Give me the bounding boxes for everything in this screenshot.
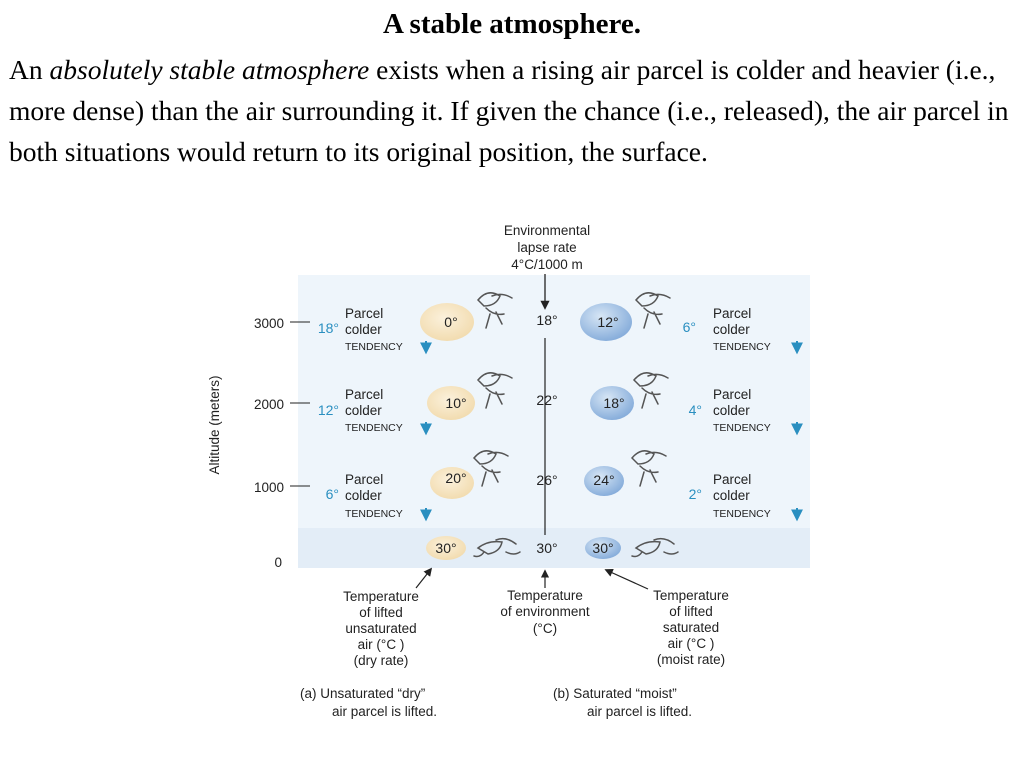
climber-icon — [630, 450, 667, 487]
altitude-2000: 2000 — [254, 397, 284, 412]
moist-temp-3000: 12° — [597, 314, 618, 330]
dry-temp-1000: 20° — [445, 470, 466, 486]
moist-temp-2000: 18° — [603, 395, 624, 411]
moist-parcel-3000 — [580, 303, 632, 341]
left-parcel-label-3000: Parcel — [345, 306, 383, 321]
paragraph-rest: exists when a rising air parcel is colde… — [9, 54, 1009, 167]
moist-caption-line-4: air (°C ) — [668, 636, 715, 651]
dry-temp-0: 30° — [435, 540, 456, 556]
climber-icon — [476, 292, 513, 329]
moist-caption-line-5: (moist rate) — [657, 652, 725, 667]
dry-parcel-2000 — [427, 386, 475, 420]
right-diff-2000: 4° — [689, 402, 702, 418]
right-diff-3000: 6° — [683, 319, 696, 335]
left-diff-1000: 6° — [326, 486, 339, 502]
moist-parcel-0 — [585, 537, 621, 559]
moist-caption-line-2: of lifted — [669, 604, 713, 619]
right-diff-1000: 2° — [689, 486, 702, 502]
dry-caption-line-5: (dry rate) — [354, 653, 409, 668]
climber-icon — [631, 537, 679, 558]
moist-parcel-1000 — [584, 466, 624, 496]
part-a-line-2: air parcel is lifted. — [332, 704, 437, 719]
env-caption-line-3: (°C) — [533, 621, 557, 636]
right-colder-label-3000: colder — [713, 322, 750, 337]
env-caption-line-2: of environment — [500, 604, 590, 619]
dry-caption-arrow — [415, 567, 433, 589]
left-diff-3000: 18° — [318, 320, 339, 336]
climber-icon — [473, 537, 521, 558]
paragraph-prefix: An — [9, 54, 50, 85]
left-parcel-label-2000: Parcel — [345, 387, 383, 402]
climber-icon — [634, 292, 671, 329]
dry-caption-line-3: unsaturated — [345, 621, 416, 636]
lapse-rate-line-1: Environmental — [504, 223, 590, 238]
dry-caption-line-4: air (°C ) — [358, 637, 405, 652]
altitude-1000: 1000 — [254, 480, 284, 495]
env-temp-0: 30° — [536, 540, 557, 556]
climber-icon — [472, 450, 509, 487]
left-diff-2000: 12° — [318, 402, 339, 418]
ground-band — [298, 528, 810, 568]
part-a-line-1: (a) Unsaturated “dry” — [300, 686, 425, 701]
part-b-line-2: air parcel is lifted. — [587, 704, 692, 719]
moist-caption-arrow — [604, 568, 649, 590]
env-temp-2000: 22° — [536, 392, 557, 408]
env-caption-line-1: Temperature — [507, 588, 583, 603]
left-tendency-label-1000: TENDENCY — [345, 508, 403, 520]
dry-caption-line-1: Temperature — [343, 589, 419, 604]
lapse-rate-line-3: 4°C/1000 m — [511, 257, 582, 272]
left-colder-label-3000: colder — [345, 322, 382, 337]
paragraph-emphasis: absolutely stable atmosphere — [49, 54, 370, 85]
moist-parcel-2000 — [590, 386, 634, 420]
left-parcel-label-1000: Parcel — [345, 472, 383, 487]
dry-parcel-3000 — [420, 303, 474, 341]
y-axis-label: Altitude (meters) — [207, 375, 222, 474]
env-temp-3000: 18° — [536, 312, 557, 328]
left-colder-label-1000: colder — [345, 488, 382, 503]
body-paragraph: An absolutely stable atmosphere exists w… — [9, 49, 1019, 172]
climber-icon — [476, 372, 513, 409]
left-colder-label-2000: colder — [345, 403, 382, 418]
right-colder-label-2000: colder — [713, 403, 750, 418]
right-parcel-label-3000: Parcel — [713, 306, 751, 321]
moist-caption-line-3: saturated — [663, 620, 719, 635]
moist-caption-line-1: Temperature — [653, 588, 729, 603]
climber-icon — [632, 372, 669, 409]
right-parcel-label-1000: Parcel — [713, 472, 751, 487]
slide-title: A stable atmosphere. — [382, 8, 642, 40]
right-tendency-label-2000: TENDENCY — [713, 422, 771, 434]
dry-caption-line-2: of lifted — [359, 605, 403, 620]
altitude-3000: 3000 — [254, 316, 284, 331]
altitude-0: 0 — [274, 555, 282, 570]
dry-parcel-0 — [426, 536, 466, 560]
right-tendency-label-1000: TENDENCY — [713, 508, 771, 520]
left-tendency-label-3000: TENDENCY — [345, 341, 403, 353]
part-b-line-1: (b) Saturated “moist” — [553, 686, 677, 701]
moist-temp-1000: 24° — [593, 472, 614, 488]
dry-parcel-1000 — [430, 467, 474, 499]
right-tendency-label-3000: TENDENCY — [713, 341, 771, 353]
dry-temp-2000: 10° — [445, 395, 466, 411]
moist-temp-0: 30° — [592, 540, 613, 556]
env-temp-1000: 26° — [536, 472, 557, 488]
right-colder-label-1000: colder — [713, 488, 750, 503]
diagram-panel — [298, 275, 810, 568]
right-parcel-label-2000: Parcel — [713, 387, 751, 402]
dry-temp-3000: 0° — [444, 314, 457, 330]
left-tendency-label-2000: TENDENCY — [345, 422, 403, 434]
lapse-rate-line-2: lapse rate — [517, 240, 576, 255]
